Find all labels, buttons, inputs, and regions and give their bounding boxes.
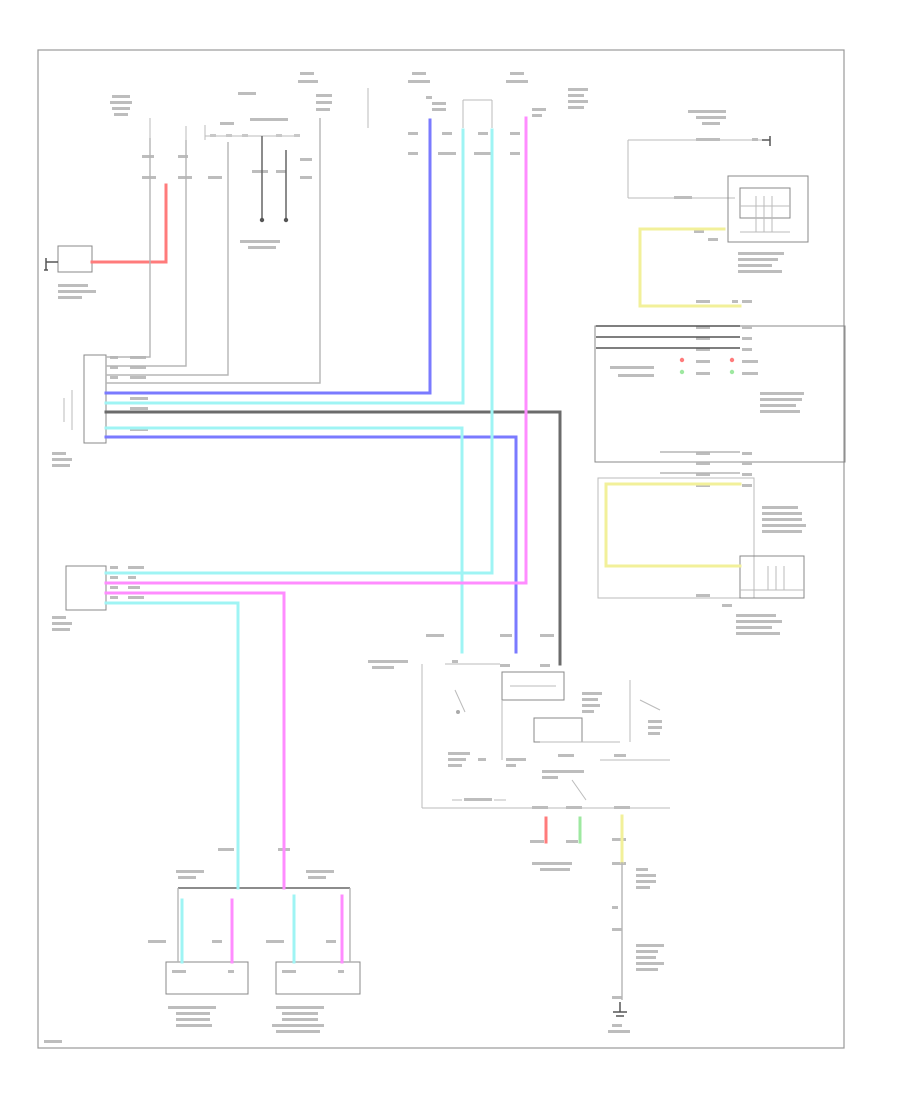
left-connector-lower [52, 565, 144, 631]
wire-yellow-2 [604, 482, 742, 568]
wire-gray-3 [106, 118, 321, 384]
wire-black-1 [104, 410, 562, 666]
bottom-center-labels [530, 838, 664, 1033]
wire-cyan-4 [104, 601, 240, 890]
top-center-labels [408, 72, 588, 155]
ground-splice-top [240, 136, 289, 249]
wire-yellow-1 [638, 227, 742, 308]
left-front-seat-sensor [694, 175, 809, 273]
wire-magenta-1 [104, 116, 528, 585]
occupant-classification-ecu [597, 452, 806, 599]
junction-block-top [204, 118, 300, 140]
bottom-left-splice [176, 848, 350, 889]
top-left-connector-labels [110, 72, 369, 140]
wire-gray-4 [106, 138, 151, 358]
wire-gray-2 [106, 142, 229, 376]
wire-red [90, 183, 168, 264]
wire-cyan-3 [104, 128, 494, 575]
wire-gray-1 [106, 140, 187, 367]
top-right-ground [627, 110, 771, 199]
top-pin-labels [142, 155, 312, 179]
diagram-frame [37, 49, 845, 1049]
left-front-door-switch [44, 245, 96, 299]
page-code-mark [44, 1040, 62, 1043]
right-front-seat-sensor [696, 555, 805, 635]
front-passenger-seat-belt-warning-switch [148, 940, 249, 1027]
splice-dots [679, 357, 735, 375]
airbag-control-module-right [594, 300, 846, 463]
gray-wires [106, 118, 740, 1000]
wire-cyan-1 [104, 128, 465, 405]
wire-blue-1 [104, 118, 432, 395]
wire-magenta-2 [104, 591, 286, 890]
center-airbag-ecu [368, 634, 670, 809]
wire-cyan-2 [104, 426, 464, 654]
bottom-ground [613, 1002, 627, 1017]
wires [90, 116, 742, 964]
front-passenger-seat-belt-buckle-switch [266, 940, 361, 1033]
wire-blue-2 [104, 435, 518, 654]
